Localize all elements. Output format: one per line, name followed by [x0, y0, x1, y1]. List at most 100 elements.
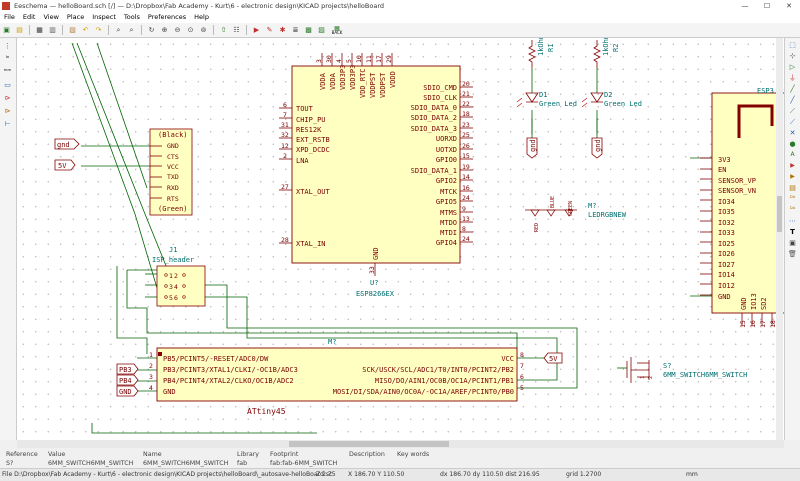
svg-text:U?: U?	[370, 279, 378, 287]
svg-text:PB5/PCINT5/-RESET/ADC0/DW: PB5/PCINT5/-RESET/ADC0/DW	[163, 355, 269, 363]
zoom-fit-icon[interactable]: ⊙	[187, 26, 194, 34]
bom-icon[interactable]: ≣	[292, 26, 299, 34]
hidden-pins-icon[interactable]: ⊳	[4, 94, 11, 102]
mm-icon[interactable]: ᵐᵐ	[3, 68, 12, 75]
gnd-label-d1[interactable]: gnd	[526, 137, 538, 159]
menu-inspect[interactable]: Inspect	[92, 13, 116, 21]
hier-label-icon[interactable]: ▶	[790, 172, 795, 180]
pcbnew-icon[interactable]: ▨	[318, 26, 325, 34]
global-label-icon[interactable]: ▶	[790, 161, 795, 169]
switch-s[interactable]: 1 2 S? 6MM_SWITCH6MM_SWITCH	[626, 357, 747, 383]
vertical-scroll-thumb[interactable]	[777, 196, 782, 232]
add-wire-icon[interactable]: ╱	[790, 84, 795, 93]
ftdi-connector[interactable]: (Black) (Green) GND CTS VCC TXD RXD RTS	[149, 128, 193, 216]
esp8266-symbol[interactable]: VDDA VDDA VDD3P3 VDD3P3 VDD_RTC VDDPST V…	[279, 53, 473, 298]
horizontal-scrollbar[interactable]	[17, 440, 784, 448]
bus-entry-icon[interactable]: ⟋	[790, 117, 795, 126]
cursor-icon[interactable]: ▭	[4, 81, 11, 89]
wire	[71, 42, 158, 289]
hierarchy-up-icon[interactable]: ⇧	[220, 26, 227, 34]
label-gnd-attiny[interactable]: GND	[116, 385, 139, 397]
print-icon[interactable]: ▥	[49, 26, 56, 34]
svg-text:SDIO_DATA_3: SDIO_DATA_3	[411, 125, 457, 133]
refresh-icon[interactable]: ↻	[148, 26, 155, 34]
label-5v-left[interactable]: 5V	[54, 159, 76, 171]
hierarchy-icon[interactable]: ☷	[233, 26, 240, 34]
svg-text:1kOhm: 1kOhm	[537, 38, 545, 56]
undo-icon[interactable]: ↶	[82, 26, 89, 34]
menu-tools[interactable]: Tools	[123, 13, 140, 21]
svg-text:MISO/DO/AIN1/OC0B/OC1A/PCINT1/: MISO/DO/AIN1/OC0B/OC1A/PCINT1/PB1	[375, 377, 514, 385]
redo-icon[interactable]: ↷	[95, 26, 102, 34]
vertical-scrollbar[interactable]	[776, 38, 783, 440]
new-icon[interactable]: ▣	[3, 26, 10, 34]
zoom-in-icon[interactable]: ⊕	[161, 26, 168, 34]
add-bus-icon[interactable]: ╱	[790, 95, 795, 104]
find-replace-icon[interactable]: ⌕	[129, 26, 134, 34]
gnd-label-d2[interactable]: gnd	[591, 137, 603, 159]
label-pb3[interactable]: PB3	[116, 363, 139, 375]
isp-header[interactable]: J1 ISP_header 1 2 3 4 5 6	[152, 246, 206, 307]
annotate-icon[interactable]: ▶	[253, 26, 260, 34]
menu-view[interactable]: View	[43, 13, 59, 21]
eeschema-app-icon	[2, 2, 10, 10]
label-5v-right[interactable]: 5V	[543, 352, 563, 364]
wire-bus-entry-icon[interactable]: ⟋	[790, 106, 795, 115]
resistor-r1[interactable]: 1kOhm R1	[528, 38, 555, 68]
schematic-canvas[interactable]: gnd 5V (Black) (Green) GND CTS VCC TXD R…	[17, 38, 784, 440]
add-line-icon[interactable]: ⋯	[789, 216, 796, 225]
erc-icon[interactable]: ✎	[266, 26, 273, 34]
grid-icon[interactable]: ⋮	[4, 42, 11, 50]
info-value-value: 6MM_SWITCH6MM_SWITCH	[48, 460, 134, 467]
attiny45-symbol[interactable]: M? PB5/PCINT5/-RESET/ADC0/DW PB3/PCINT3/…	[149, 338, 524, 416]
zoom-out-icon[interactable]: ⊖	[174, 26, 181, 34]
close-button[interactable]: ✕	[786, 2, 792, 10]
select-icon[interactable]: ⬚	[789, 40, 796, 49]
find-icon[interactable]: ⌕	[116, 26, 121, 34]
svg-text:26: 26	[462, 142, 470, 150]
import-pin-icon[interactable]: ᴰᴬ	[789, 194, 796, 202]
horizontal-scroll-thumb[interactable]	[289, 441, 449, 447]
add-image-icon[interactable]: ▣	[789, 238, 796, 247]
paste-icon[interactable]: ▧	[69, 26, 76, 34]
save-icon[interactable]: ▦	[36, 26, 43, 34]
menu-file[interactable]: File	[4, 13, 15, 21]
status-file-path: File D:\Dropbox\Fab Academy - Kurt\6 - e…	[2, 471, 333, 478]
esp8266-right-pins: SDIO_CMD SDIO_CLK SDIO_DATA_0 SDIO_DATA_…	[411, 84, 458, 247]
junction-icon[interactable]: ●	[789, 139, 796, 148]
menu-edit[interactable]: Edit	[22, 13, 36, 21]
add-pin-icon[interactable]: ᴰᴬ	[789, 205, 796, 213]
back-annotate-icon[interactable]: ▦ BACK	[331, 24, 343, 35]
menu-preferences[interactable]: Preferences	[147, 13, 187, 21]
label-gnd-left[interactable]: gnd	[54, 138, 80, 150]
no-connect-icon[interactable]: ✕	[789, 128, 796, 137]
svg-text:SDIO_CMD: SDIO_CMD	[423, 84, 457, 92]
resistor-r2[interactable]: 1kOhm R2	[593, 38, 620, 68]
minimize-button[interactable]: —	[741, 2, 749, 10]
rgb-led[interactable]: RED BLUE GREEN M? LEDRGBNEW	[525, 196, 627, 232]
svg-text:5: 5	[520, 384, 524, 392]
hierarchy-nav-icon[interactable]: ⊢	[4, 120, 11, 128]
esp32-symbol[interactable]: ESP3 3V3 EN SENSOR_VP SENSOR_VN IO34 IO3…	[700, 87, 784, 328]
add-power-icon[interactable]: ⏚	[789, 73, 796, 82]
bus-wire-icon[interactable]: ⊳	[4, 107, 11, 115]
inch-icon[interactable]: ᴵⁿ	[5, 55, 10, 62]
add-symbol-icon[interactable]: ▷	[789, 62, 796, 71]
maximize-button[interactable]: ☐	[763, 2, 771, 10]
menu-place[interactable]: Place	[66, 13, 85, 21]
netlist-icon[interactable]: ✱	[279, 26, 286, 34]
assign-footprints-icon[interactable]: ▩	[305, 26, 312, 34]
zoom-selection-icon[interactable]: ⊚	[200, 26, 207, 34]
delete-icon[interactable]: 🗑	[788, 249, 797, 258]
add-text-icon[interactable]: T	[790, 227, 795, 236]
highlight-icon[interactable]: ⊹	[789, 51, 796, 60]
svg-text:GND: GND	[167, 142, 179, 150]
menu-help[interactable]: Help	[194, 13, 209, 21]
label-pb4[interactable]: PB4	[116, 374, 139, 386]
svg-text:2: 2	[174, 272, 178, 280]
hier-sheet-icon[interactable]: ▤	[789, 183, 796, 192]
led-d2[interactable]: D2 Green Led	[581, 91, 642, 108]
led-d1[interactable]: D1 Green Led	[516, 91, 577, 108]
net-label-icon[interactable]: A	[790, 150, 795, 158]
open-icon[interactable]: ▤	[16, 26, 23, 34]
